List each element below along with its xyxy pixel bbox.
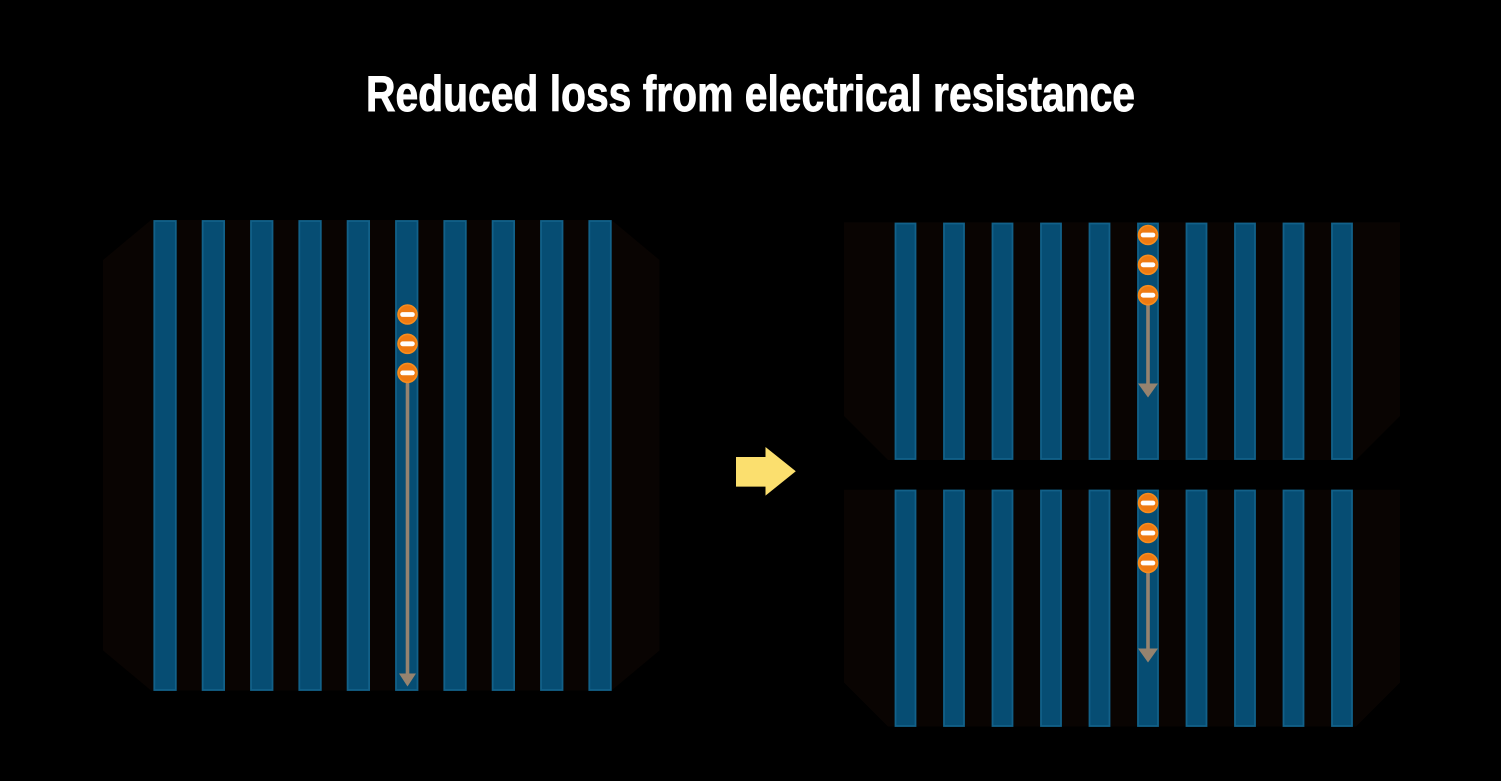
svg-text:Reduced loss from electrical r: Reduced loss from electrical resistance [366, 66, 1135, 122]
